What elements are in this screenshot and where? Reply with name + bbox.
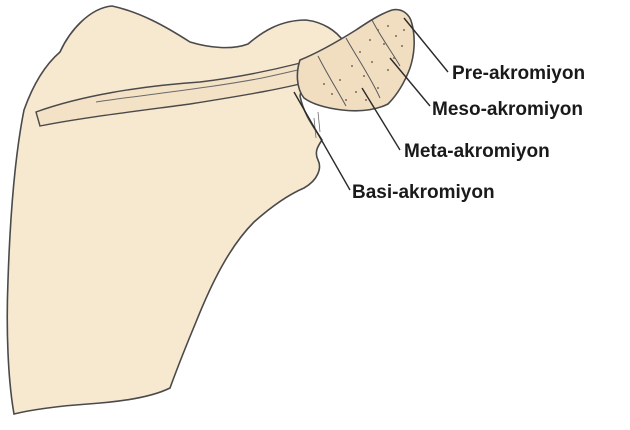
label-basi-akromiyon: Basi-akromiyon [352,183,495,202]
label-meta-akromiyon: Meta-akromiyon [404,142,550,161]
label-pre-akromiyon: Pre-akromiyon [452,64,585,83]
label-meso-akromiyon: Meso-akromiyon [432,100,583,119]
